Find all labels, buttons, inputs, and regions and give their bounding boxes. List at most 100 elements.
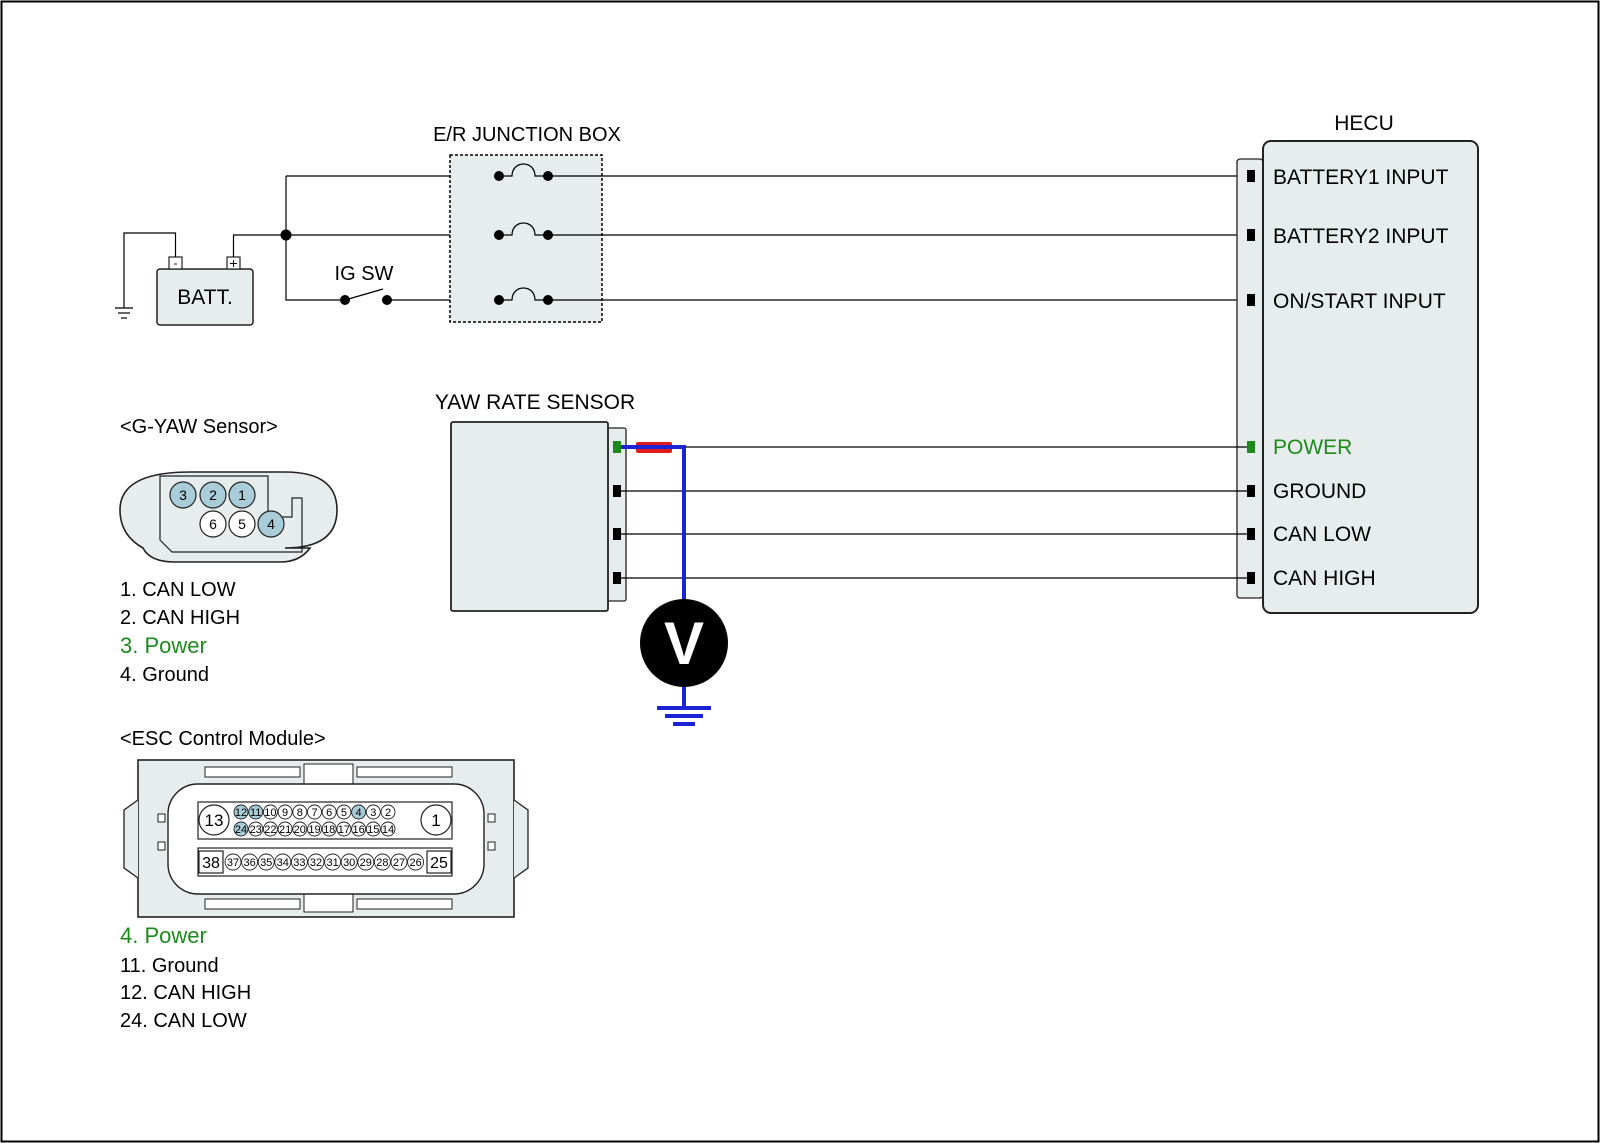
- esc-pin-number: 9: [282, 807, 288, 819]
- gyaw-legend: 1. CAN LOW 2. CAN HIGH 3. Power 4. Groun…: [120, 579, 240, 686]
- gyaw-pin-number: 6: [209, 516, 217, 532]
- gyaw-pin-number: 2: [209, 487, 217, 503]
- esc-pin: [233, 804, 249, 820]
- esc-pin-number: 12: [235, 807, 247, 819]
- esc-pin-number: 37: [227, 857, 239, 869]
- yaw-sensor-pin-terminal: [613, 572, 621, 584]
- esc-pin: [307, 821, 322, 837]
- gyaw-legend-item: 1. CAN LOW: [120, 579, 236, 601]
- esc-pin-number: 2: [385, 807, 391, 819]
- esc-pin-number: 11: [250, 807, 261, 819]
- voltmeter-label: V: [664, 610, 704, 677]
- esc-pin-number: 29: [360, 857, 372, 869]
- esc-pin: [365, 804, 381, 820]
- hecu-pin-terminal: [1247, 229, 1255, 241]
- esc-pin: [324, 853, 342, 871]
- fuse-1: [494, 163, 553, 181]
- esc-pin-number: 5: [341, 807, 347, 819]
- esc-pin: [224, 853, 242, 871]
- hecu-pin-terminal: [1247, 528, 1255, 540]
- ig-switch-label: IG SW: [335, 263, 394, 285]
- hecu-pin-label: CAN LOW: [1273, 523, 1371, 546]
- yaw-sensor-pin-terminal: [613, 485, 621, 497]
- esc-pin-number: 16: [352, 824, 364, 836]
- esc-pin: [257, 853, 275, 871]
- gyaw-legend-item: 2. CAN HIGH: [120, 607, 240, 629]
- esc-pin-number: 25: [430, 855, 448, 872]
- hecu-pin-terminal: [1247, 485, 1255, 497]
- esc-pin-number: 18: [323, 824, 335, 836]
- esc-pin-number: 20: [294, 824, 306, 836]
- yaw-rate-sensor: YAW RATE SENSOR: [435, 391, 635, 612]
- gyaw-pin-number: 5: [238, 516, 246, 532]
- gyaw-connector-outline: [119, 471, 338, 563]
- yaw-sensor-pin-terminal: [613, 528, 621, 540]
- wire-junction-dot: [280, 229, 292, 241]
- esc-pin-number: 13: [205, 811, 224, 830]
- hecu-pin-terminal: [1247, 294, 1255, 306]
- gyaw-legend-item: 4. Ground: [120, 664, 209, 686]
- hecu-pin-label: BATTERY2 INPUT: [1273, 225, 1449, 248]
- junction-box-label: E/R JUNCTION BOX: [433, 124, 621, 146]
- esc-pin-number: 31: [326, 857, 338, 869]
- esc-pin: [248, 804, 264, 820]
- esc-legend-item: 24. CAN LOW: [120, 1010, 247, 1032]
- hecu-label: HECU: [1334, 112, 1394, 135]
- gyaw-pin-number: 1: [238, 487, 246, 503]
- yaw-sensor-pin-terminal: [613, 441, 621, 453]
- esc-pin: [336, 821, 352, 837]
- esc-pin-number: 28: [376, 857, 388, 869]
- hecu-pin-terminal: [1247, 170, 1255, 182]
- esc-pin-number: 27: [393, 857, 405, 869]
- esc-pin: [373, 853, 391, 871]
- hecu-pin-label: CAN HIGH: [1273, 567, 1376, 590]
- esc-pin: [290, 853, 308, 871]
- battery: BATT. - +: [156, 255, 254, 326]
- ground-symbol: [657, 706, 711, 726]
- esc-pin-number: 34: [277, 857, 289, 869]
- esc-pin: [292, 804, 308, 820]
- esc-pin: [307, 804, 322, 820]
- hecu-body: [1262, 140, 1479, 614]
- battery-plus-label: +: [229, 255, 237, 271]
- esc-pin-number: 19: [308, 824, 320, 836]
- esc-connector-title: <ESC Control Module>: [120, 728, 326, 750]
- esc-pin-number: 14: [382, 824, 394, 836]
- esc-pin: [248, 821, 264, 837]
- gyaw-legend-item: 3. Power: [120, 633, 207, 658]
- esc-pin-number: 6: [326, 807, 332, 819]
- esc-pin-number: 30: [343, 857, 355, 869]
- gyaw-pin-number: 3: [179, 487, 187, 503]
- esc-pin: [407, 853, 425, 871]
- voltmeter-probe: V: [621, 442, 728, 726]
- esc-pin: [321, 804, 337, 820]
- esc-pin: [262, 804, 278, 820]
- battery-label: BATT.: [177, 286, 233, 309]
- esc-pin: [380, 804, 396, 820]
- esc-pin: [241, 853, 259, 871]
- gyaw-connector-title: <G-YAW Sensor>: [120, 416, 278, 438]
- esc-pin-number: 36: [243, 857, 255, 869]
- esc-pin: [357, 853, 375, 871]
- esc-legend-item: 12. CAN HIGH: [120, 982, 251, 1004]
- ig-switch: IG SW: [335, 263, 394, 305]
- hecu-pin-label: BATTERY1 INPUT: [1273, 166, 1449, 189]
- esc-pin: [233, 821, 249, 837]
- esc-pin: [277, 804, 293, 820]
- hecu-pin-label: POWER: [1273, 436, 1352, 459]
- esc-pin-number: 1: [431, 811, 440, 830]
- esc-pin-number: 17: [338, 824, 350, 836]
- esc-pin: [292, 821, 308, 837]
- hecu-pin-terminal: [1247, 572, 1255, 584]
- hecu-pin-terminal: [1247, 441, 1255, 453]
- esc-pin-number: 35: [260, 857, 272, 869]
- gyaw-pin-number: 4: [267, 516, 275, 532]
- esc-pin-number: 15: [367, 824, 379, 836]
- esc-pin-number: 24: [235, 824, 247, 836]
- esc-pin: [274, 853, 292, 871]
- esc-legend-item: 4. Power: [120, 923, 207, 948]
- esc-pin: [351, 821, 367, 837]
